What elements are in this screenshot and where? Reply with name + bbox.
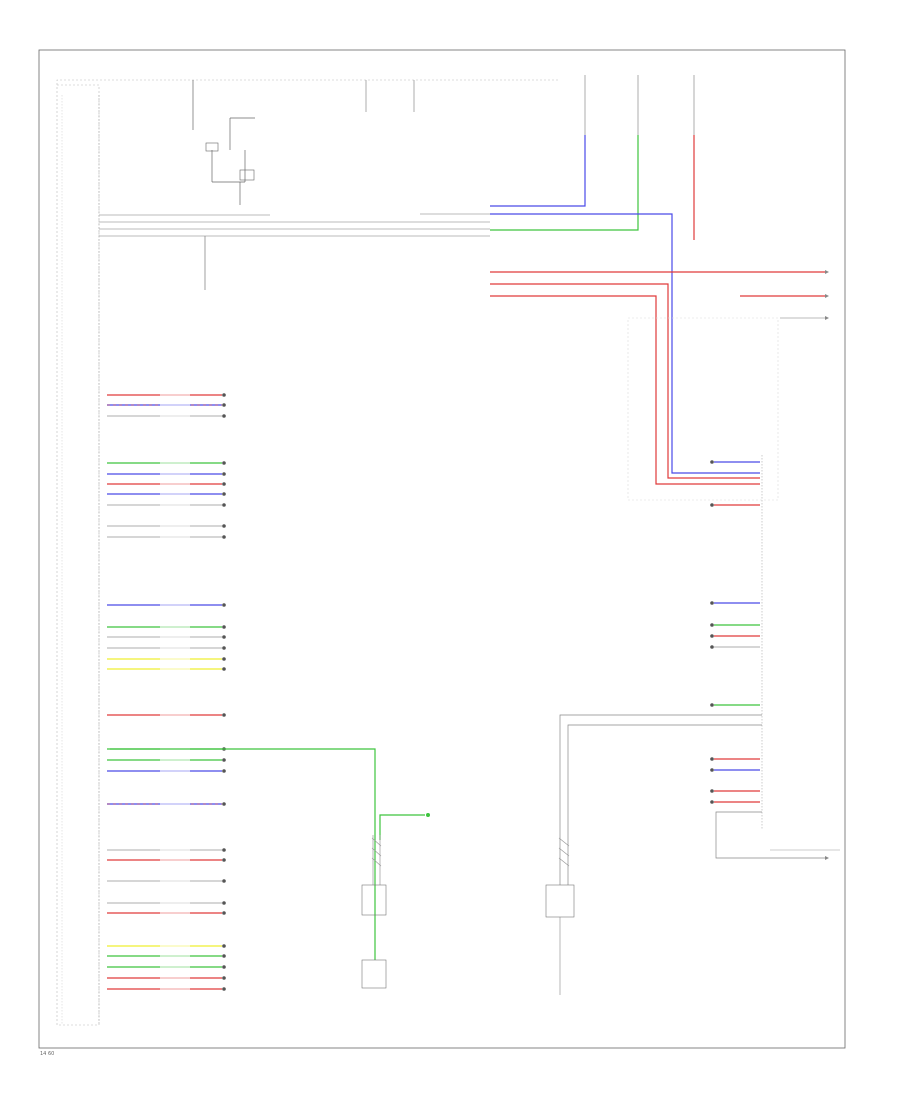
right-wire-group: [710, 460, 760, 804]
left-wire: [107, 757, 226, 763]
left-wire: [107, 392, 226, 398]
blue-route-right: [490, 213, 760, 474]
left-wire: [107, 645, 226, 651]
right-wire: [710, 623, 760, 627]
left-wire: [107, 943, 226, 949]
right-module-outline: [627, 317, 779, 501]
right-wire: [710, 503, 760, 507]
left-wire: [107, 460, 226, 466]
left-wire: [107, 953, 226, 959]
footer-code: 14 60: [40, 1051, 54, 1057]
left-wire: [107, 402, 226, 408]
left-wire: [107, 986, 226, 992]
left-wire: [107, 878, 226, 884]
left-wire: [107, 801, 226, 807]
right-sensor-route-2: [567, 724, 762, 885]
left-wire: [107, 602, 226, 608]
left-wire: [107, 975, 226, 981]
top-bus-wire: [56, 79, 560, 85]
right-wire: [710, 757, 760, 761]
right-wire: [710, 601, 760, 605]
left-wire: [107, 666, 226, 672]
connector-center-lower: [361, 959, 387, 989]
left-wire: [107, 413, 226, 419]
left-module-outline: [56, 84, 100, 1026]
connector-center: [361, 884, 387, 916]
left-wire: [107, 656, 226, 662]
right-wire: [710, 460, 760, 464]
left-wire: [107, 624, 226, 630]
left-wire: [107, 502, 226, 508]
left-wire: [107, 712, 226, 718]
diagram-frame: [38, 49, 846, 1049]
red-route-right: [490, 271, 825, 485]
left-wire: [107, 481, 226, 487]
right-wire: [710, 800, 760, 804]
right-wire: [710, 768, 760, 772]
green-route-bottom: [110, 748, 376, 960]
connector-right: [545, 884, 575, 918]
fuse-relay-block: [192, 80, 255, 205]
left-wire: [107, 523, 226, 529]
right-wire: [710, 645, 760, 649]
left-wire: [107, 847, 226, 853]
right-sensor-route: [559, 714, 762, 885]
left-wire: [107, 964, 226, 970]
green-stub-bottom: [379, 814, 425, 840]
left-wire: [107, 471, 226, 477]
left-wire: [107, 857, 226, 863]
left-wire: [107, 491, 226, 497]
left-wire: [107, 900, 226, 906]
twisted-pair-right: [558, 837, 570, 867]
left-wire: [107, 534, 226, 540]
left-wire-group: [107, 392, 226, 992]
right-wire: [710, 789, 760, 793]
green-stub-terminal: [426, 813, 430, 817]
right-wire: [710, 703, 760, 707]
twisted-pair-center: [371, 835, 382, 885]
left-wire: [107, 910, 226, 916]
offpage-arrows: [825, 270, 829, 860]
right-lower-output: [715, 811, 825, 859]
fuse-stubs-center: [365, 80, 415, 112]
left-wire: [107, 768, 226, 774]
right-wire: [710, 634, 760, 638]
left-wire: [107, 634, 226, 640]
main-harness: [99, 213, 490, 290]
fuse-stubs-right: [490, 75, 695, 240]
